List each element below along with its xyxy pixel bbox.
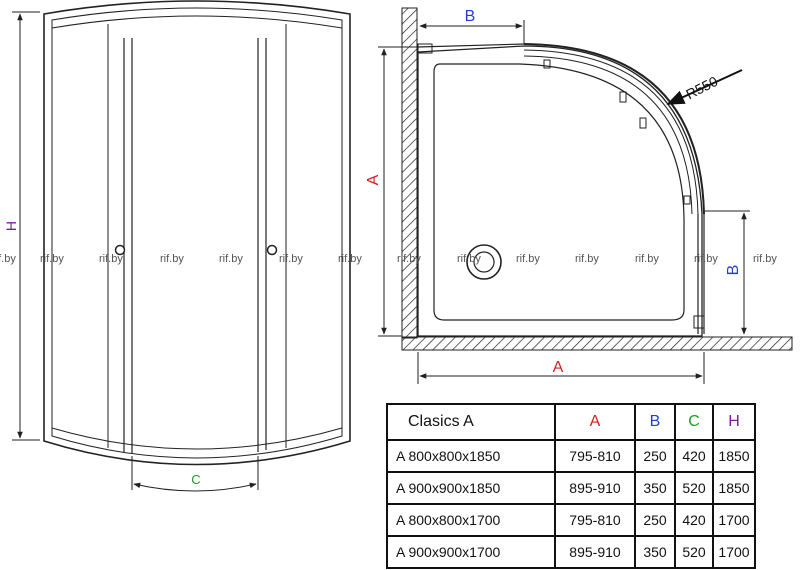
cell-h: 1850 xyxy=(712,439,756,473)
watermark: rif.by xyxy=(457,253,481,265)
c-dimension xyxy=(131,456,259,492)
watermark: rif.by xyxy=(694,253,718,265)
watermark: rif.by xyxy=(160,253,184,265)
table-header-row: Clasics A A B C H xyxy=(386,403,756,441)
spec-table: Clasics A A B C H A 800x800x1850 795-810… xyxy=(386,403,756,569)
watermark: rif.by xyxy=(635,253,659,265)
height-dimension xyxy=(12,11,40,441)
watermark: rif.by xyxy=(99,253,123,265)
right-handle xyxy=(266,244,278,256)
watermark: rif.by xyxy=(279,253,303,265)
a-vertical-label: A xyxy=(365,174,382,185)
watermark: rif.by xyxy=(219,253,243,265)
b-side-dimension xyxy=(704,210,750,335)
cell-model: A 800x800x1850 xyxy=(386,439,556,473)
cell-c: 420 xyxy=(674,503,714,537)
header-h: H xyxy=(712,403,756,441)
front-view xyxy=(43,0,351,466)
watermark: rif.by xyxy=(0,253,16,265)
cell-model: A 800x800x1700 xyxy=(386,503,556,537)
watermark: rif.by xyxy=(338,253,362,265)
cell-h: 1850 xyxy=(712,471,756,505)
cell-b: 350 xyxy=(634,471,676,505)
a-horizontal-label: A xyxy=(553,359,564,376)
cell-h: 1700 xyxy=(712,503,756,537)
cell-c: 520 xyxy=(674,535,714,569)
watermark: rif.by xyxy=(575,253,599,265)
cell-a: 895-910 xyxy=(554,471,636,505)
floor-wall xyxy=(401,336,793,351)
watermark: rif.by xyxy=(516,253,540,265)
a-vertical-dimension xyxy=(378,46,418,337)
a-horizontal-dimension xyxy=(417,352,705,384)
height-label: H xyxy=(3,221,19,231)
cell-a: 795-810 xyxy=(554,439,636,473)
header-model: Clasics A xyxy=(386,403,556,441)
cell-a: 895-910 xyxy=(554,535,636,569)
shower-tray xyxy=(417,43,705,337)
watermark: rif.by xyxy=(40,253,64,265)
cell-h: 1700 xyxy=(712,535,756,569)
cell-c: 520 xyxy=(674,471,714,505)
radius-leader xyxy=(666,69,743,105)
table-row: A 800x800x1850 795-810 250 420 1850 xyxy=(386,439,756,473)
cell-b: 250 xyxy=(634,439,676,473)
cell-a: 795-810 xyxy=(554,503,636,537)
header-c: C xyxy=(674,403,714,441)
watermark: rif.by xyxy=(753,253,777,265)
cell-model: A 900x900x1700 xyxy=(386,535,556,569)
b-top-label: B xyxy=(465,8,476,25)
header-b: B xyxy=(634,403,676,441)
watermark-row: rif.by rif.by rif.by rif.by rif.by rif.b… xyxy=(0,253,777,265)
watermark: rif.by xyxy=(397,253,421,265)
cell-model: A 900x900x1850 xyxy=(386,471,556,505)
left-handle xyxy=(114,244,126,256)
left-wall xyxy=(401,7,418,339)
table-row: A 900x900x1850 895-910 350 520 1850 xyxy=(386,471,756,505)
cell-b: 350 xyxy=(634,535,676,569)
table-row: A 800x800x1700 795-810 250 420 1700 xyxy=(386,503,756,537)
radius-label: R550 xyxy=(683,73,720,103)
table-row: A 900x900x1700 895-910 350 520 1700 xyxy=(386,535,756,569)
cell-b: 250 xyxy=(634,503,676,537)
cell-c: 420 xyxy=(674,439,714,473)
b-top-dimension xyxy=(419,20,525,44)
header-a: A xyxy=(554,403,636,441)
c-label: C xyxy=(191,472,200,487)
b-side-label: B xyxy=(725,265,742,276)
drain-inner xyxy=(473,251,495,273)
